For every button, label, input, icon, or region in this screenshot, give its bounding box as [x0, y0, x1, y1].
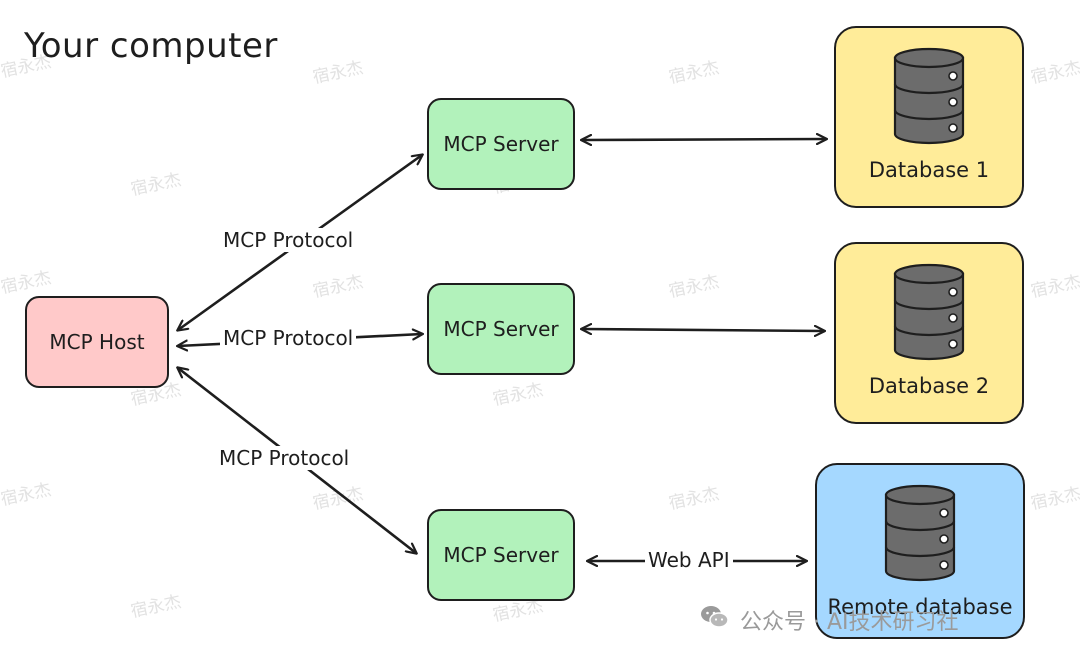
node-label: MCP Host	[49, 330, 145, 354]
diagram-title: Your computer	[24, 26, 278, 66]
database-icon	[891, 262, 967, 362]
arrow-server1-db1	[582, 139, 826, 140]
database-icon	[891, 46, 967, 146]
wechat-icon	[700, 604, 730, 636]
mcp-host-node: MCP Host	[25, 296, 169, 388]
node-label: MCP Server	[443, 132, 559, 156]
node-label: Remote database	[827, 595, 1013, 619]
node-label: Database 2	[868, 374, 990, 398]
footer-text: 公众号 · AI技术研习社	[740, 610, 959, 635]
node-label: MCP Server	[443, 317, 559, 341]
edge-label-protocol-3: MCP Protocol	[216, 446, 353, 470]
database-icon	[882, 483, 958, 583]
node-label: Database 1	[868, 158, 990, 182]
mcp-server-node-3: MCP Server	[427, 509, 575, 601]
database-node-2: Database 2	[834, 242, 1024, 424]
arrow-server2-db2	[582, 329, 824, 331]
mcp-server-node-2: MCP Server	[427, 283, 575, 375]
node-label: MCP Server	[443, 543, 559, 567]
edge-label-protocol-2: MCP Protocol	[220, 326, 357, 350]
remote-database-node: Remote database	[815, 463, 1025, 639]
mcp-server-node-1: MCP Server	[427, 98, 575, 190]
footer-watermark: 公众号 · AI技术研习社	[700, 604, 959, 636]
edge-label-web-api: Web API	[645, 548, 733, 572]
edge-label-protocol-1: MCP Protocol	[220, 228, 357, 252]
database-node-1: Database 1	[834, 26, 1024, 208]
